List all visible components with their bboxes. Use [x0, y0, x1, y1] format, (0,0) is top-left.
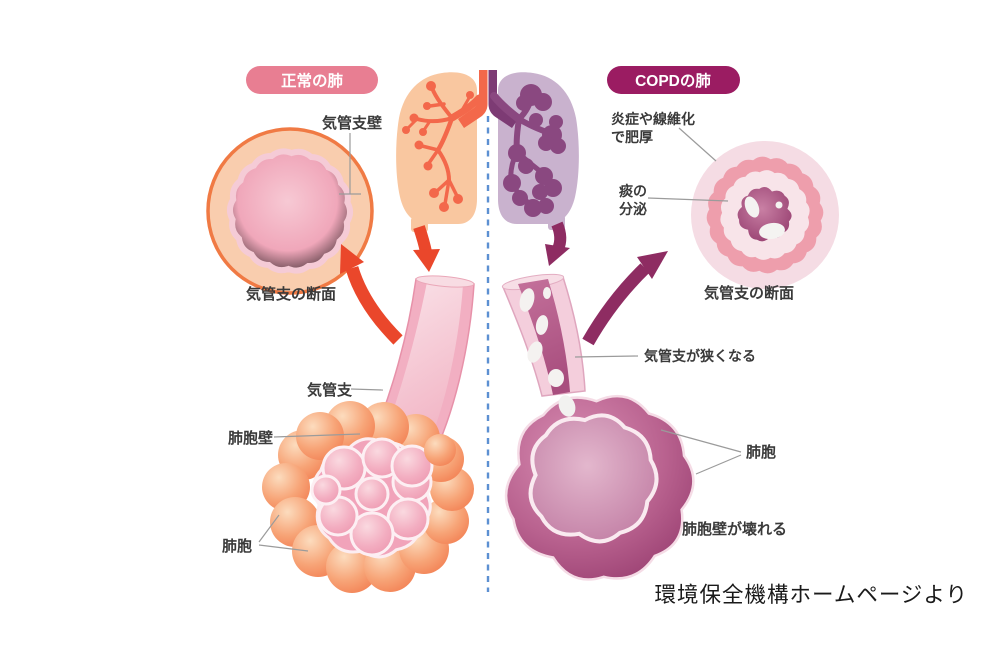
bronchus-tube-copd [501, 273, 586, 397]
label-cross-section-normal: 気管支の断面 [246, 285, 336, 303]
copd-lung-badge-label: COPDの肺 [635, 71, 711, 90]
phlegm-blob [744, 196, 760, 218]
copd-down-arrow [545, 221, 570, 266]
alveolus-inner [310, 474, 342, 506]
tube-lumen-normal [384, 282, 463, 448]
leader-alveolar-wall [273, 433, 361, 438]
label-phlegm-1: 痰の [619, 183, 647, 199]
normal-lung-badge: 正常の肺 [246, 66, 378, 94]
label-alveoli-normal: 肺胞 [222, 537, 252, 555]
label-bronchus: 気管支 [307, 381, 353, 399]
alveolus-inner [349, 511, 395, 557]
normal-lung-badge-label: 正常の肺 [281, 71, 344, 90]
lungs-illustration [396, 70, 579, 232]
phlegm-blob [759, 222, 785, 240]
leader-inflammation [678, 127, 717, 162]
bronchus-cross-section-copd [691, 141, 839, 289]
alveolus-bubble [296, 412, 344, 460]
bronchus-cross-section-normal [206, 127, 374, 295]
copd-zoom-arrow [582, 251, 668, 346]
leader-alveoli-copd [660, 429, 742, 475]
phlegm-blob [775, 201, 783, 209]
label-inflammation-2: で肥厚 [611, 129, 653, 145]
leader-bronchus [350, 388, 384, 391]
trachea-left-half [458, 70, 488, 128]
label-bronchial-wall: 気管支壁 [322, 114, 382, 132]
label-narrowing: 気管支が狭くなる [644, 348, 756, 364]
alveolus-bubble [424, 434, 456, 466]
label-cross-section-copd: 気管支の断面 [704, 284, 794, 302]
label-phlegm-2: 分泌 [619, 201, 647, 217]
phlegm-blob [527, 341, 543, 363]
copd-lung-badge: COPDの肺 [607, 66, 740, 94]
alveolus-inner [354, 476, 390, 512]
label-alveolar-wall: 肺胞壁 [228, 429, 273, 447]
trachea-right-half [488, 70, 518, 128]
normal-airway-core [226, 148, 354, 274]
phlegm-blob [558, 395, 576, 417]
leader-bronchial-wall [339, 133, 361, 195]
leader-alveoli-normal [258, 514, 309, 552]
label-inflammation-1: 炎症や線維化 [611, 111, 695, 127]
enlarged-alveolus-inner [528, 413, 659, 544]
alveoli-copd [504, 394, 695, 581]
leader-narrowing [574, 355, 639, 358]
phlegm-blob [519, 288, 535, 312]
normal-down-arrow [413, 225, 440, 272]
leader-phlegm [647, 197, 729, 202]
phlegm-blob [535, 315, 549, 335]
alveoli-cluster-normal [262, 401, 474, 593]
tube-opening-normal [415, 275, 475, 288]
tube-lumen-copd [518, 279, 570, 395]
bronchial-tree-normal [402, 81, 483, 212]
label-broken-wall: 肺胞壁が壊れる [682, 520, 787, 538]
alveolus-inner [390, 444, 434, 488]
bronchial-tree-copd [490, 84, 566, 217]
label-alveoli-copd: 肺胞 [746, 443, 776, 461]
normal-zoom-arrow [340, 244, 403, 345]
phlegm-blob [548, 369, 564, 387]
caption-source: 環境保全機構ホームページより [655, 583, 969, 607]
phlegm-blob [543, 287, 551, 299]
